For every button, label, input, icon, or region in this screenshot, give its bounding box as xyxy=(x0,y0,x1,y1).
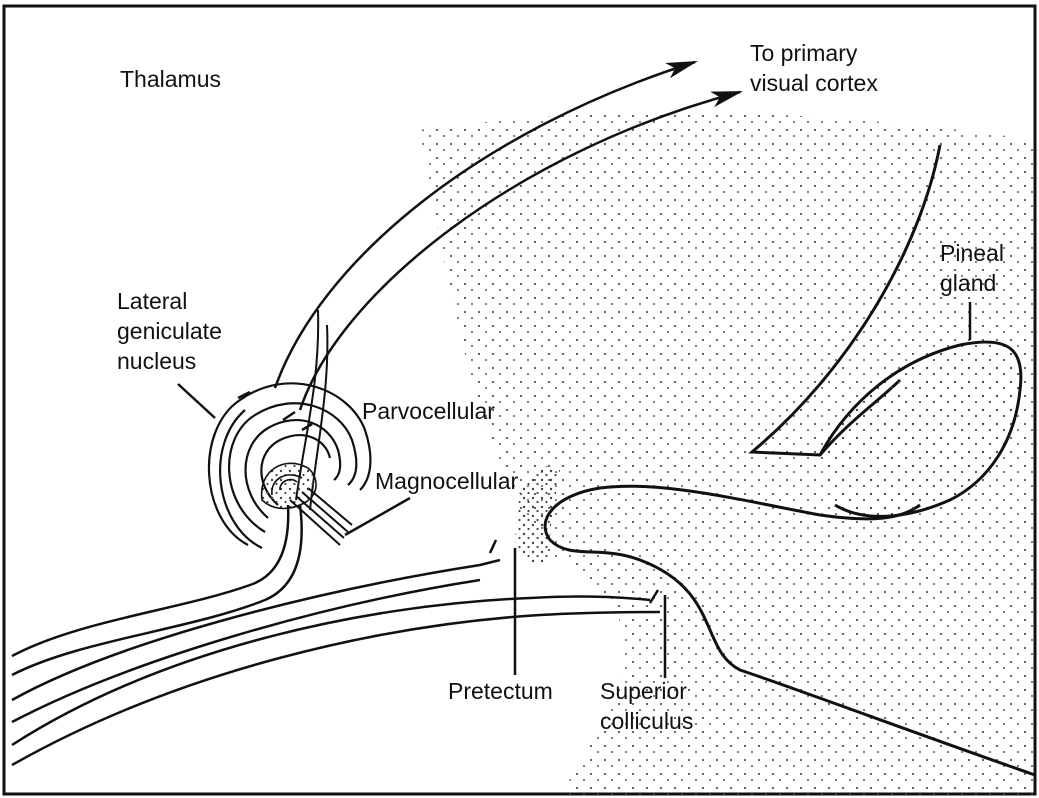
label-pineal-line-1: Pineal xyxy=(940,238,1004,268)
label-colliculus-line-2: colliculus xyxy=(600,706,693,736)
label-lgn: Lateral geniculate nucleus xyxy=(117,286,222,376)
label-thalamus: Thalamus xyxy=(120,64,221,94)
magnocellular-leader-line xyxy=(345,498,410,535)
lgn-leader-line xyxy=(178,384,215,418)
label-lgn-line-1: Lateral xyxy=(117,286,222,316)
label-cortex-line-1: To primary xyxy=(750,38,878,68)
label-pineal-line-2: gland xyxy=(940,268,1004,298)
label-cortex: To primary visual cortex xyxy=(750,38,878,98)
label-magnocellular: Magnocellular xyxy=(375,466,518,496)
label-cortex-line-2: visual cortex xyxy=(750,68,878,98)
label-colliculus-line-1: Superior xyxy=(600,676,693,706)
label-pretectum: Pretectum xyxy=(448,676,553,706)
magnocellular-layers xyxy=(262,463,316,508)
label-lgn-line-2: geniculate xyxy=(117,316,222,346)
label-pineal-gland: Pineal gland xyxy=(940,238,1004,298)
label-superior-colliculus: Superior colliculus xyxy=(600,676,693,736)
label-parvocellular: Parvocellular xyxy=(362,396,495,426)
label-lgn-line-3: nucleus xyxy=(117,346,222,376)
